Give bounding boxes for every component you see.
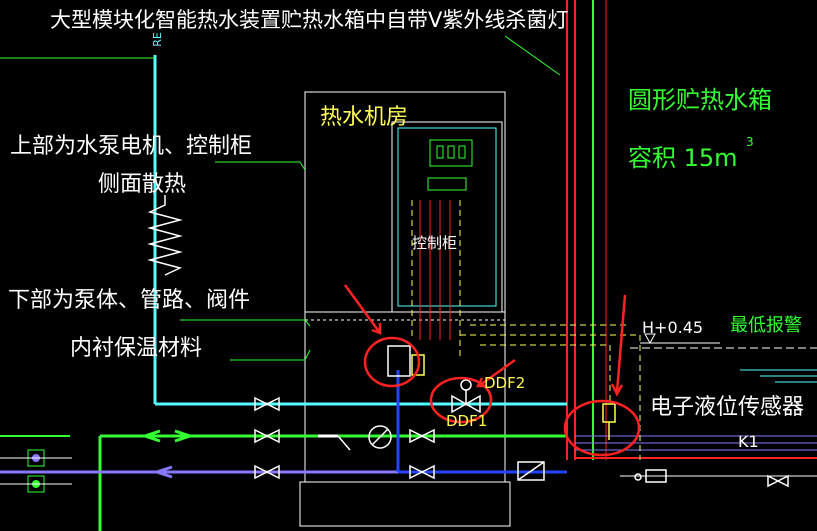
tank-walls — [566, 0, 817, 460]
valve-ddf1-label: DDF1 — [446, 412, 488, 430]
pump-pipe — [396, 370, 567, 474]
machine-room-label: 热水机房 — [320, 105, 409, 130]
title-label: 大型模块化智能热水装置贮热水箱中自带V紫外线杀菌灯 — [50, 8, 569, 32]
valves — [254, 379, 789, 488]
valve-ddf2-label: DDF2 — [484, 374, 526, 392]
low-alarm-label: 最低报警 — [730, 315, 802, 336]
k1-label: K1 — [738, 432, 759, 451]
sensor-label: 电子液位传感器 — [650, 395, 805, 420]
control-cabinet-label: 控制柜 — [412, 234, 458, 252]
control-wiring — [460, 324, 641, 460]
level-mark-label: H+0.45 — [642, 318, 704, 337]
pipe-tag: RE — [150, 32, 164, 47]
circulation-pipe — [0, 429, 567, 531]
lower-note-line-1: 下部为泵体、管路、阀件 — [8, 288, 251, 313]
inlet-fittings — [0, 449, 72, 493]
red-annotations — [343, 284, 641, 457]
leader-lines — [0, 35, 561, 361]
control-cabinet — [391, 121, 503, 360]
level-sensor — [602, 403, 817, 483]
tank-name-label: 圆形贮热水箱 — [628, 86, 772, 114]
tank-volume-superscript: 3 — [746, 135, 754, 149]
heat-zigzag — [147, 195, 183, 276]
machine-room-frame — [299, 91, 511, 527]
lower-note-line-2: 内衬保温材料 — [70, 336, 203, 361]
upper-note-line-1: 上部为水泵电机、控制柜 — [10, 134, 253, 159]
upper-note-line-2: 侧面散热 — [98, 172, 187, 197]
level-marker — [640, 333, 720, 345]
tank-volume-label: 容积 15m — [628, 144, 738, 172]
